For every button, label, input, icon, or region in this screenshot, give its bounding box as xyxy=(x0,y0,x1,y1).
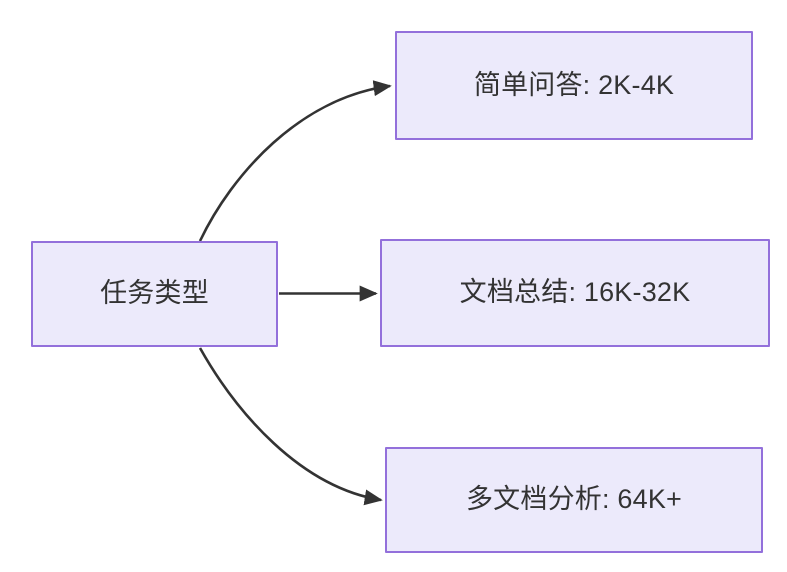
node-multi-doc-analysis-label: 多文档分析: 64K+ xyxy=(465,484,682,515)
node-task-type[interactable]: 任务类型 xyxy=(31,241,278,347)
node-doc-summary[interactable]: 文档总结: 16K-32K xyxy=(380,239,770,347)
node-doc-summary-label: 文档总结: 16K-32K xyxy=(459,277,691,308)
node-multi-doc-analysis[interactable]: 多文档分析: 64K+ xyxy=(385,447,763,553)
node-task-type-label: 任务类型 xyxy=(100,278,209,309)
node-simple-qa-label: 简单问答: 2K-4K xyxy=(473,69,675,100)
edge-root-to-simple-qa xyxy=(198,80,392,242)
node-simple-qa[interactable]: 简单问答: 2K-4K xyxy=(395,31,753,140)
edge-root-to-multi-doc xyxy=(198,347,383,506)
